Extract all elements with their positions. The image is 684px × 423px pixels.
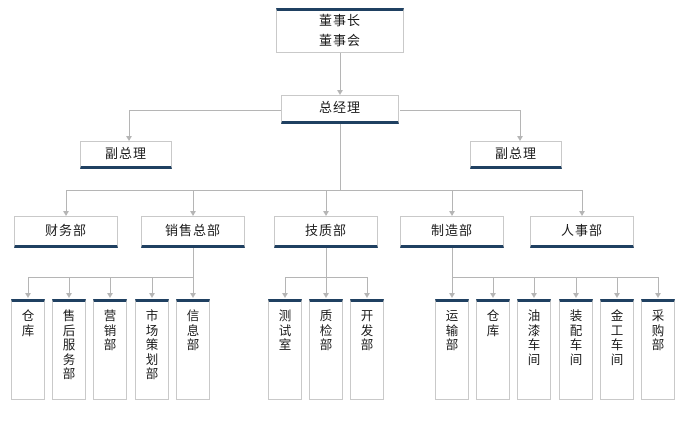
connector-drop-manufacturing bbox=[452, 190, 453, 215]
connector-drop-warehouse-mfg bbox=[493, 277, 494, 296]
connector-drop-sales bbox=[193, 190, 194, 215]
connector-root-to-gm bbox=[340, 53, 341, 93]
arrow-machining-shop bbox=[613, 293, 620, 298]
arrow-test-lab bbox=[281, 293, 288, 298]
node-department-tech-quality-label: 技质部 bbox=[304, 223, 347, 239]
arrow-deputy-left bbox=[125, 136, 132, 141]
connector-drop-tech bbox=[326, 190, 327, 215]
arrow-transport bbox=[448, 293, 455, 298]
arrow-root-to-gm bbox=[336, 90, 343, 95]
node-leaf-machining-shop[interactable]: 金工车间 bbox=[600, 299, 634, 400]
connector-drop-development bbox=[367, 277, 368, 296]
node-deputy-right-label: 副总理 bbox=[494, 146, 537, 162]
connector-drop-warehouse-sales bbox=[28, 277, 29, 296]
connector-drop-hr bbox=[582, 190, 583, 215]
arrow-deputy-right bbox=[516, 136, 523, 141]
node-department-finance-label: 财务部 bbox=[44, 223, 87, 239]
node-chairman-board[interactable]: 董事长 董事会 bbox=[276, 8, 404, 53]
arrow-information bbox=[189, 293, 196, 298]
node-department-tech-quality[interactable]: 技质部 bbox=[274, 216, 378, 248]
node-department-manufacturing[interactable]: 制造部 bbox=[400, 216, 504, 248]
node-deputy-left[interactable]: 副总理 bbox=[80, 141, 172, 169]
node-leaf-transport[interactable]: 运输部 bbox=[435, 299, 469, 400]
node-leaf-assembly-shop-label: 装配车间 bbox=[569, 308, 583, 367]
connector-gm-to-deputy-left bbox=[129, 110, 281, 111]
connector-sales-trunk bbox=[193, 248, 194, 277]
node-leaf-assembly-shop[interactable]: 装配车间 bbox=[559, 299, 593, 400]
connector-drop-test-lab bbox=[285, 277, 286, 296]
node-leaf-information-label: 信息部 bbox=[186, 308, 200, 352]
arrow-finance bbox=[62, 211, 69, 216]
arrow-assembly-shop bbox=[572, 293, 579, 298]
node-leaf-market-planning-label: 市场策划部 bbox=[145, 308, 159, 381]
arrow-purchasing bbox=[654, 293, 661, 298]
arrow-sales bbox=[189, 211, 196, 216]
connector-drop-marketing bbox=[110, 277, 111, 296]
arrow-marketing bbox=[106, 293, 113, 298]
node-leaf-qc[interactable]: 质检部 bbox=[309, 299, 343, 400]
node-leaf-warehouse-sales[interactable]: 仓库 bbox=[11, 299, 45, 400]
connector-deputy-left-drop bbox=[129, 110, 130, 140]
connector-drop-purchasing bbox=[658, 277, 659, 296]
node-general-manager-label: 总经理 bbox=[318, 101, 361, 116]
node-leaf-warehouse-sales-label: 仓库 bbox=[21, 308, 35, 338]
arrow-market-planning bbox=[148, 293, 155, 298]
connector-drop-assembly-shop bbox=[576, 277, 577, 296]
node-leaf-development[interactable]: 开发部 bbox=[350, 299, 384, 400]
arrow-after-sales bbox=[65, 293, 72, 298]
node-leaf-purchasing-label: 采购部 bbox=[651, 308, 665, 352]
node-leaf-after-sales-label: 售后服务部 bbox=[62, 308, 76, 381]
node-leaf-development-label: 开发部 bbox=[360, 308, 374, 352]
connector-drop-finance bbox=[66, 190, 67, 215]
node-leaf-marketing-label: 营销部 bbox=[103, 308, 117, 352]
node-department-finance[interactable]: 财务部 bbox=[14, 216, 118, 248]
connector-drop-machining-shop bbox=[617, 277, 618, 296]
node-leaf-warehouse-mfg[interactable]: 仓库 bbox=[476, 299, 510, 400]
node-leaf-warehouse-mfg-label: 仓库 bbox=[486, 308, 500, 338]
node-chairman-board-label: 董事长 董事会 bbox=[318, 13, 361, 49]
connector-drop-transport bbox=[452, 277, 453, 296]
node-department-sales-label: 销售总部 bbox=[164, 223, 221, 239]
node-deputy-right[interactable]: 副总理 bbox=[470, 141, 562, 169]
connector-drop-qc bbox=[326, 277, 327, 296]
node-leaf-paint-shop-label: 油漆车间 bbox=[527, 308, 541, 367]
node-leaf-test-lab-label: 测试室 bbox=[278, 308, 292, 352]
connector-manufacturing-bus bbox=[452, 277, 658, 278]
arrow-tech bbox=[322, 211, 329, 216]
node-leaf-paint-shop[interactable]: 油漆车间 bbox=[517, 299, 551, 400]
node-leaf-information[interactable]: 信息部 bbox=[176, 299, 210, 400]
connector-tech-trunk bbox=[326, 248, 327, 277]
connector-drop-information bbox=[193, 277, 194, 296]
node-leaf-purchasing[interactable]: 采购部 bbox=[641, 299, 675, 400]
arrow-warehouse-mfg bbox=[489, 293, 496, 298]
connector-drop-market-planning bbox=[152, 277, 153, 296]
connector-deputy-right-drop bbox=[520, 110, 521, 140]
arrow-qc bbox=[322, 293, 329, 298]
arrow-development bbox=[363, 293, 370, 298]
node-department-hr[interactable]: 人事部 bbox=[530, 216, 634, 248]
arrow-hr bbox=[578, 211, 585, 216]
node-leaf-qc-label: 质检部 bbox=[319, 308, 333, 352]
node-leaf-transport-label: 运输部 bbox=[445, 308, 459, 352]
connector-manufacturing-trunk bbox=[452, 248, 453, 277]
node-leaf-test-lab[interactable]: 测试室 bbox=[268, 299, 302, 400]
node-department-sales[interactable]: 销售总部 bbox=[141, 216, 245, 248]
connector-department-bus bbox=[66, 190, 582, 191]
connector-drop-after-sales bbox=[69, 277, 70, 296]
node-general-manager[interactable]: 总经理 bbox=[281, 95, 399, 124]
connector-gm-trunk bbox=[340, 124, 341, 190]
node-leaf-market-planning[interactable]: 市场策划部 bbox=[135, 299, 169, 400]
arrow-manufacturing bbox=[448, 211, 455, 216]
node-leaf-machining-shop-label: 金工车间 bbox=[610, 308, 624, 367]
connector-gm-to-deputy-right bbox=[400, 110, 520, 111]
connector-sales-bus bbox=[28, 277, 194, 278]
connector-drop-paint-shop bbox=[534, 277, 535, 296]
node-leaf-marketing[interactable]: 营销部 bbox=[93, 299, 127, 400]
node-department-hr-label: 人事部 bbox=[560, 223, 603, 239]
node-deputy-left-label: 副总理 bbox=[104, 146, 147, 162]
node-leaf-after-sales[interactable]: 售后服务部 bbox=[52, 299, 86, 400]
arrow-paint-shop bbox=[530, 293, 537, 298]
node-department-manufacturing-label: 制造部 bbox=[430, 223, 473, 239]
arrow-warehouse-sales bbox=[24, 293, 31, 298]
